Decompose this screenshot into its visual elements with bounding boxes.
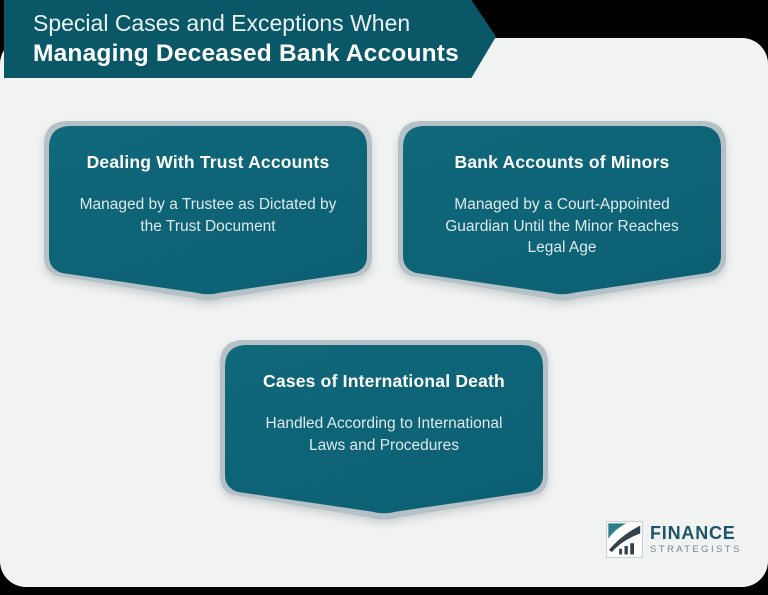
card-minor-accounts: Bank Accounts of Minors Managed by a Cou… xyxy=(398,121,726,307)
card-body: Handled According to International Laws … xyxy=(265,415,503,454)
logo-tagline: STRATEGISTS xyxy=(650,544,742,556)
logo-text: FINANCE STRATEGISTS xyxy=(650,524,742,555)
card-international-death: Cases of International Death Handled Acc… xyxy=(220,340,548,526)
card-trust-accounts: Dealing With Trust Accounts Managed by a… xyxy=(44,121,372,307)
header-banner: Special Cases and Exceptions When Managi… xyxy=(4,0,496,78)
card-body: Managed by a Trustee as Dictated by the … xyxy=(79,196,337,235)
card-badge-shape xyxy=(225,345,543,515)
card-content: Dealing With Trust Accounts Managed by a… xyxy=(49,126,367,237)
card-title: Bank Accounts of Minors xyxy=(454,152,670,172)
logo-name: FINANCE xyxy=(650,523,736,544)
header-subtitle: Special Cases and Exceptions When xyxy=(33,9,411,36)
finance-strategists-logo: FINANCE STRATEGISTS xyxy=(606,521,742,558)
card-content: Cases of International Death Handled Acc… xyxy=(225,345,543,456)
card-title: Dealing With Trust Accounts xyxy=(86,152,330,172)
card-body: Managed by a Court-Appointed Guardian Un… xyxy=(445,196,679,257)
chart-growth-icon xyxy=(606,521,643,558)
card-content: Bank Accounts of Minors Managed by a Cou… xyxy=(403,126,721,259)
card-badge-shape xyxy=(403,126,721,296)
header-title: Managing Deceased Bank Accounts xyxy=(33,39,459,67)
card-title: Cases of International Death xyxy=(263,371,505,391)
card-badge-shape xyxy=(49,126,367,296)
